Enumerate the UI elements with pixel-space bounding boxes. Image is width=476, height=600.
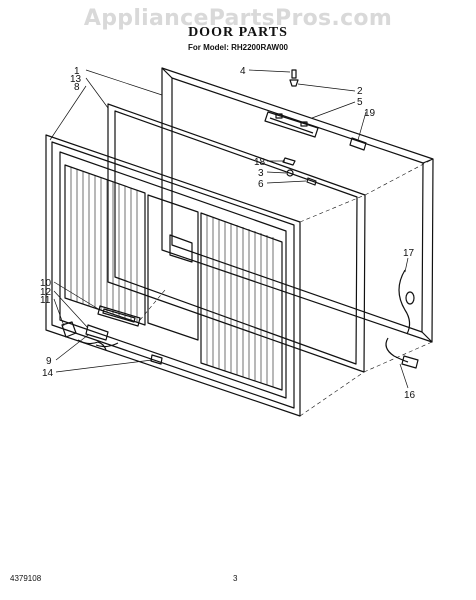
wire-and-bracket bbox=[385, 269, 419, 369]
callout-10: 10 bbox=[40, 278, 52, 289]
callout-4: 4 bbox=[240, 66, 246, 77]
callout-9: 9 bbox=[46, 356, 52, 367]
callout-5: 5 bbox=[357, 97, 363, 108]
callout-labels: 1 13 8 4 2 5 19 18 3 6 17 10 12 11 9 14 … bbox=[40, 66, 416, 401]
callout-18: 18 bbox=[254, 157, 266, 168]
callout-16: 16 bbox=[404, 390, 416, 401]
callout-6: 6 bbox=[258, 179, 264, 190]
callout-2: 2 bbox=[357, 86, 363, 97]
door-pin bbox=[150, 354, 163, 365]
page-number: 3 bbox=[233, 574, 238, 583]
door-ribs-right bbox=[206, 215, 274, 387]
door-gasket bbox=[107, 103, 366, 373]
latch-assembly bbox=[61, 305, 141, 351]
model-subtitle: For Model: RH2200RAW00 bbox=[187, 43, 289, 52]
door-ribs-left bbox=[70, 167, 138, 322]
callout-17: 17 bbox=[403, 248, 415, 259]
document-number: 4379108 bbox=[10, 574, 42, 583]
callout-14: 14 bbox=[42, 368, 54, 379]
alignment-lines bbox=[139, 158, 434, 417]
callout-8: 8 bbox=[74, 82, 80, 93]
callout-11: 11 bbox=[40, 295, 51, 306]
page-title: DOOR PARTS bbox=[188, 25, 288, 40]
callout-13: 13 bbox=[70, 74, 82, 85]
callout-12: 12 bbox=[40, 287, 52, 298]
callout-3: 3 bbox=[258, 168, 264, 179]
back-liner-frame bbox=[161, 67, 434, 343]
hinge-assembly bbox=[264, 69, 367, 151]
callout-1: 1 bbox=[74, 66, 80, 77]
leader-lines bbox=[49, 69, 409, 389]
watermark: AppliancePartsPros.com bbox=[83, 6, 393, 31]
callout-19: 19 bbox=[364, 108, 376, 119]
